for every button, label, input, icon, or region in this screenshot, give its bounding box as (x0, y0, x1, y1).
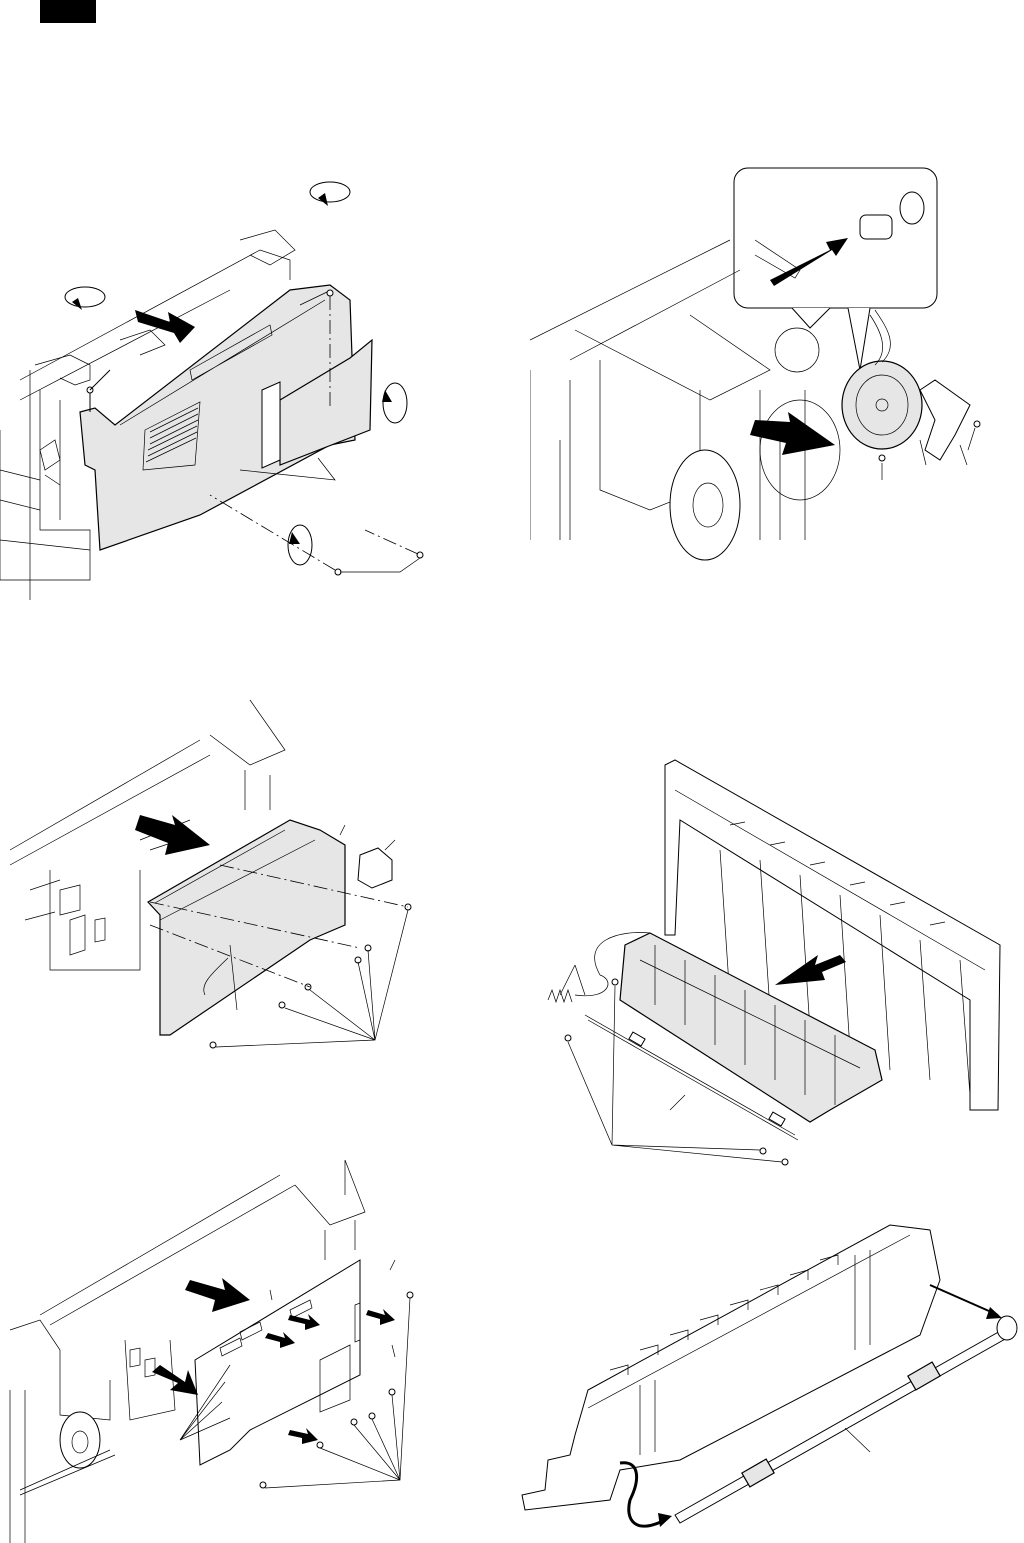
screw-icon (369, 1413, 375, 1419)
screw-icon (407, 1292, 413, 1298)
screw-icon (327, 290, 333, 296)
section-tab (40, 0, 96, 23)
guide-frame (522, 1225, 940, 1510)
move-arrow (135, 815, 210, 855)
move-arrow (750, 412, 835, 455)
screw-icon (351, 1419, 357, 1425)
figure-roller-shaft-removal (510, 1190, 1024, 1543)
inset-callout (734, 168, 937, 370)
rotate-icon (310, 182, 350, 202)
move-arrow (135, 310, 195, 343)
figure-side-cover-removal (0, 140, 450, 600)
rotate-icon (288, 525, 312, 565)
figure-motor-removal (530, 160, 1000, 580)
screw-icon (305, 984, 311, 990)
bracket (358, 848, 392, 888)
screw-icon (760, 1148, 766, 1154)
gear-icon (997, 1316, 1017, 1340)
gear-icon (860, 215, 892, 239)
screw-icon (317, 1442, 323, 1448)
figure-paper-guide-removal (530, 750, 1010, 1180)
screw-icon (565, 1035, 571, 1041)
leader (845, 1428, 870, 1452)
bracket (920, 380, 970, 460)
figure-control-pwb-removal (0, 1150, 450, 1543)
screw-icon (612, 979, 618, 985)
screw-icon (417, 552, 423, 558)
move-arrow (775, 955, 846, 985)
screw-icon (974, 421, 980, 427)
screw-icon (210, 1042, 216, 1048)
rotate-icon (65, 287, 105, 307)
rotate-icon (383, 383, 407, 423)
screw-icon (782, 1159, 788, 1165)
screw-icon (389, 1389, 395, 1395)
screw-icon (879, 455, 885, 461)
screw-icon (279, 1002, 285, 1008)
shield-plate (148, 820, 345, 1035)
figure-shield-plate-removal (0, 690, 430, 1070)
screw-icon (260, 1482, 266, 1488)
